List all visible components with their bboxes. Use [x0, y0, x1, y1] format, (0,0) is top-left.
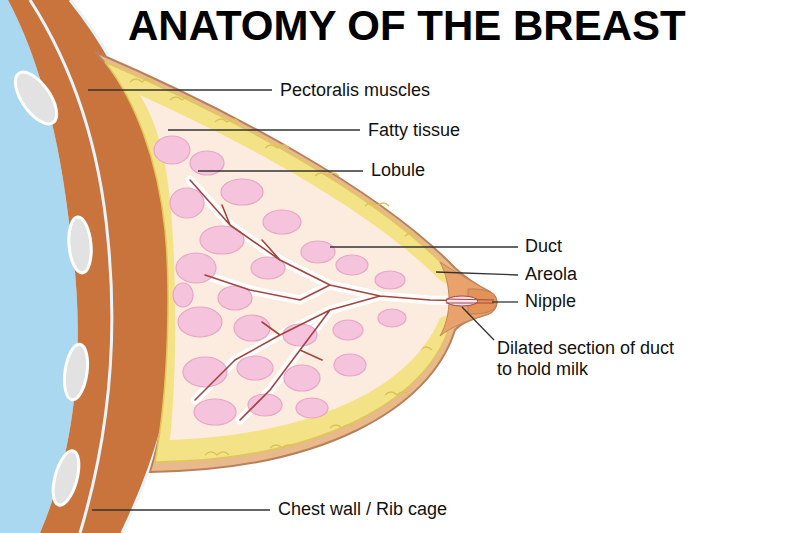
lobule-shape [194, 399, 236, 425]
lobule-shape [154, 136, 190, 164]
nipple-duct [446, 299, 494, 303]
part-label: Chest wall / Rib cage [278, 499, 447, 520]
lobule-shape [176, 253, 216, 283]
lobule-shape [375, 271, 405, 289]
leader-line [492, 301, 518, 302]
part-label: Dilated section of duct to hold milk [497, 338, 687, 380]
lobule-shape [237, 356, 273, 380]
part-label: Lobule [371, 160, 425, 181]
lobule-shape [296, 398, 328, 418]
lobule-shape [333, 320, 363, 340]
part-label: Areola [525, 264, 577, 285]
lobules [154, 136, 406, 425]
breast [95, 52, 497, 472]
white-ducts [190, 180, 478, 420]
leader-line [92, 509, 270, 510]
lobule-shape [173, 283, 193, 307]
lobule-shape [178, 307, 222, 337]
part-label: Nipple [525, 291, 576, 312]
leader-lines [88, 90, 518, 510]
lobule-shape [221, 179, 263, 205]
leader-line [88, 89, 272, 90]
part-label: Fatty tissue [368, 120, 460, 141]
leader-line [168, 129, 360, 130]
lobule-shape [183, 357, 227, 387]
leader-line [462, 307, 494, 340]
skin [95, 52, 497, 472]
diagram-title: ANATOMY OF THE BREAST [128, 2, 686, 50]
lobule-shape [378, 309, 406, 327]
lobule-shape [336, 255, 368, 275]
leader-line [330, 246, 518, 247]
part-label: Duct [525, 236, 562, 257]
lobule-shape [334, 354, 366, 376]
rib-section [7, 65, 64, 130]
lobule-shape [170, 188, 204, 218]
rib-sections [7, 65, 93, 507]
lobule-shape [284, 365, 320, 391]
lobule-shape [301, 241, 335, 263]
fascia-line [30, 0, 112, 533]
part-label: Pectoralis muscles [280, 80, 430, 101]
rib-section [48, 448, 84, 508]
leader-line [198, 170, 363, 171]
dilated-duct [446, 296, 478, 306]
leader-line [436, 272, 518, 275]
rib-section [67, 216, 94, 274]
fatty-tissue [105, 62, 488, 462]
rib-section [61, 343, 91, 402]
lobule-shape [263, 210, 301, 234]
lobule-shape [234, 315, 270, 341]
milk-ducts [190, 180, 478, 420]
lobule-shape [248, 394, 282, 416]
